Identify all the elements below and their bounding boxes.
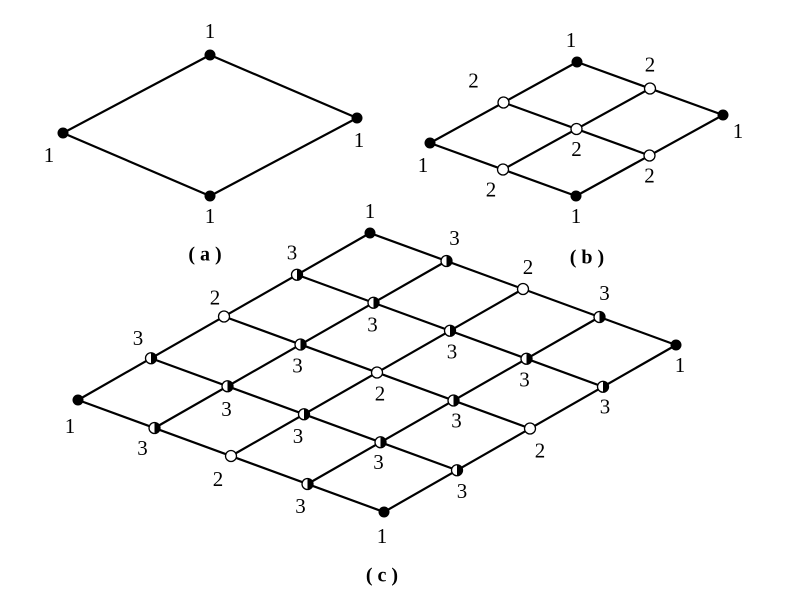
node-label: 3 (599, 281, 610, 305)
half-filled-node (593, 310, 606, 324)
node-label: 1 (571, 204, 582, 228)
node-label: 1 (418, 153, 429, 177)
node-label: 2 (535, 438, 546, 462)
node-label: 2 (645, 52, 656, 76)
node-label: 1 (675, 353, 686, 377)
open-node (570, 122, 583, 136)
node-label: 3 (292, 353, 303, 377)
node-label: 3 (449, 226, 460, 250)
half-filled-node (440, 254, 453, 268)
node-label: 3 (447, 340, 458, 364)
node-label: 3 (457, 479, 468, 503)
grid-line (62, 54, 211, 134)
node-label: 2 (571, 137, 582, 161)
open-node (523, 422, 537, 435)
open-node (217, 310, 231, 323)
open-node (370, 366, 384, 379)
half-filled-node (367, 296, 380, 309)
diagram-b: 1 2 1 2 2 2 1 2 1 (418, 28, 744, 228)
filled-node (72, 394, 84, 406)
node-label: 1 (65, 414, 76, 438)
filled-node (204, 190, 216, 202)
open-node (496, 163, 510, 176)
filled-node (670, 339, 682, 351)
node-label: 1 (354, 128, 365, 152)
half-filled-node (290, 268, 304, 281)
node-label: 3 (519, 368, 530, 392)
node-label: 3 (133, 326, 144, 350)
caption-a: ( a ) (188, 244, 221, 266)
node-label: 3 (293, 424, 304, 448)
grid-line (62, 131, 211, 198)
node-label: 1 (205, 204, 216, 228)
open-node (643, 149, 656, 162)
filled-node (717, 109, 729, 121)
node-label: 3 (367, 313, 378, 337)
node-label: 1 (733, 119, 744, 143)
node-label: 1 (365, 199, 376, 223)
half-filled-node (297, 408, 311, 421)
node-label: 2 (375, 381, 386, 405)
node-label: 2 (468, 68, 479, 92)
node-label: 2 (523, 255, 534, 279)
diagram-a: 1 1 1 1 (44, 19, 365, 228)
filled-node (204, 49, 216, 61)
half-filled-node (374, 436, 387, 449)
filled-node (351, 112, 363, 124)
node-label: 2 (210, 285, 221, 309)
node-label: 1 (44, 143, 55, 167)
node-label: 2 (213, 467, 224, 491)
node-label: 3 (295, 494, 306, 518)
node-label: 2 (644, 163, 655, 187)
half-filled-node (443, 324, 457, 337)
diagram-c: 1 3 2 3 1 3 3 3 3 3 2 3 2 3 2 3 3 3 3 3 1 3 2 3 1 (65, 199, 686, 548)
filled-node (571, 56, 583, 68)
node-label: 1 (566, 28, 577, 52)
grid-line (209, 53, 358, 120)
node-label: 2 (486, 177, 497, 201)
half-filled-node (596, 380, 610, 393)
half-filled-node (447, 394, 460, 407)
half-filled-node (520, 352, 533, 365)
open-node (516, 282, 530, 296)
filled-node (378, 506, 390, 518)
node-label: 3 (373, 450, 384, 474)
grid-line (209, 117, 358, 197)
filled-node (57, 127, 69, 139)
half-filled-node (301, 477, 314, 491)
open-node (643, 82, 657, 95)
filled-node (364, 227, 376, 239)
node-label: 3 (451, 408, 462, 432)
caption-c: ( c ) (366, 565, 398, 587)
node-label: 3 (221, 397, 232, 421)
node-label: 1 (377, 524, 388, 548)
node-label: 3 (137, 436, 148, 460)
half-filled-node (450, 464, 464, 477)
half-filled-node (144, 352, 158, 365)
caption-b: ( b ) (570, 247, 604, 269)
filled-node (424, 137, 436, 149)
half-filled-node (148, 421, 161, 435)
open-node (497, 96, 510, 109)
open-node (224, 449, 238, 463)
half-filled-node (294, 338, 307, 351)
node-label: 3 (600, 395, 611, 419)
filled-node (570, 190, 582, 202)
half-filled-node (221, 380, 234, 393)
node-label: 1 (205, 19, 216, 43)
node-label: 3 (287, 241, 298, 265)
